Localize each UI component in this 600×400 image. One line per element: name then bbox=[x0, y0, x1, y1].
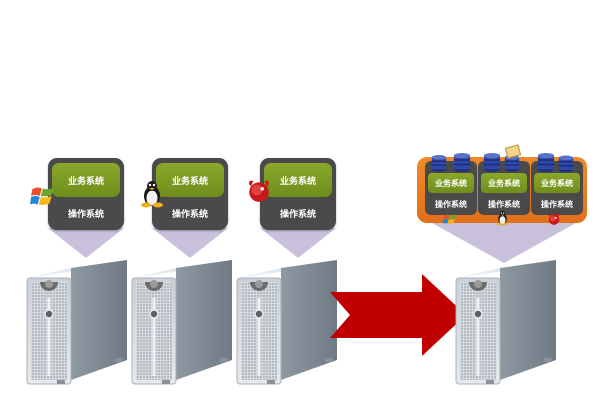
bubble-pointer bbox=[48, 228, 124, 258]
os-stack-bubble: 业务系统 操作系统 bbox=[260, 158, 336, 230]
windows-icon bbox=[443, 212, 457, 226]
os-stack-bubble: 业务系统 操作系统 bbox=[48, 158, 124, 230]
business-system-label: 业务系统 bbox=[481, 173, 527, 193]
business-system-label: 业务系统 bbox=[534, 173, 580, 193]
database-icon bbox=[431, 152, 447, 174]
business-system-label: 业务系统 bbox=[428, 173, 474, 193]
operating-system-label: 操作系统 bbox=[67, 209, 104, 220]
os-stack-bubble: 业务系统 操作系统 bbox=[152, 158, 228, 230]
bubble-pointer bbox=[260, 228, 336, 258]
operating-system-label: 操作系统 bbox=[541, 199, 573, 209]
operating-system-label: 操作系统 bbox=[171, 209, 208, 220]
operating-system-label: 操作系统 bbox=[488, 199, 520, 209]
operating-system-label: 操作系统 bbox=[279, 209, 316, 220]
windows-icon bbox=[30, 183, 56, 209]
database-icon bbox=[453, 150, 471, 174]
physical-server bbox=[23, 256, 133, 386]
freebsd-icon bbox=[547, 212, 561, 226]
database-icon bbox=[483, 150, 501, 174]
virtualization-host-server bbox=[452, 256, 562, 386]
business-system-label: 业务系统 bbox=[52, 163, 120, 197]
database-icon bbox=[537, 150, 555, 174]
linux-tux-icon bbox=[140, 180, 164, 208]
operating-system-label: 操作系统 bbox=[435, 199, 467, 209]
physical-server bbox=[128, 256, 238, 386]
business-system-label: 业务系统 bbox=[264, 163, 332, 197]
host-pointer bbox=[432, 223, 576, 263]
vm-stack: 业务系统 操作系统 bbox=[478, 161, 530, 215]
consolidation-arrow bbox=[330, 274, 466, 356]
freebsd-icon bbox=[246, 178, 272, 204]
physical-server bbox=[233, 256, 343, 386]
bubble-pointer bbox=[152, 228, 228, 258]
database-icon bbox=[558, 153, 574, 174]
linux-tux-icon bbox=[496, 210, 509, 226]
business-system-label: 业务系统 bbox=[156, 163, 224, 197]
